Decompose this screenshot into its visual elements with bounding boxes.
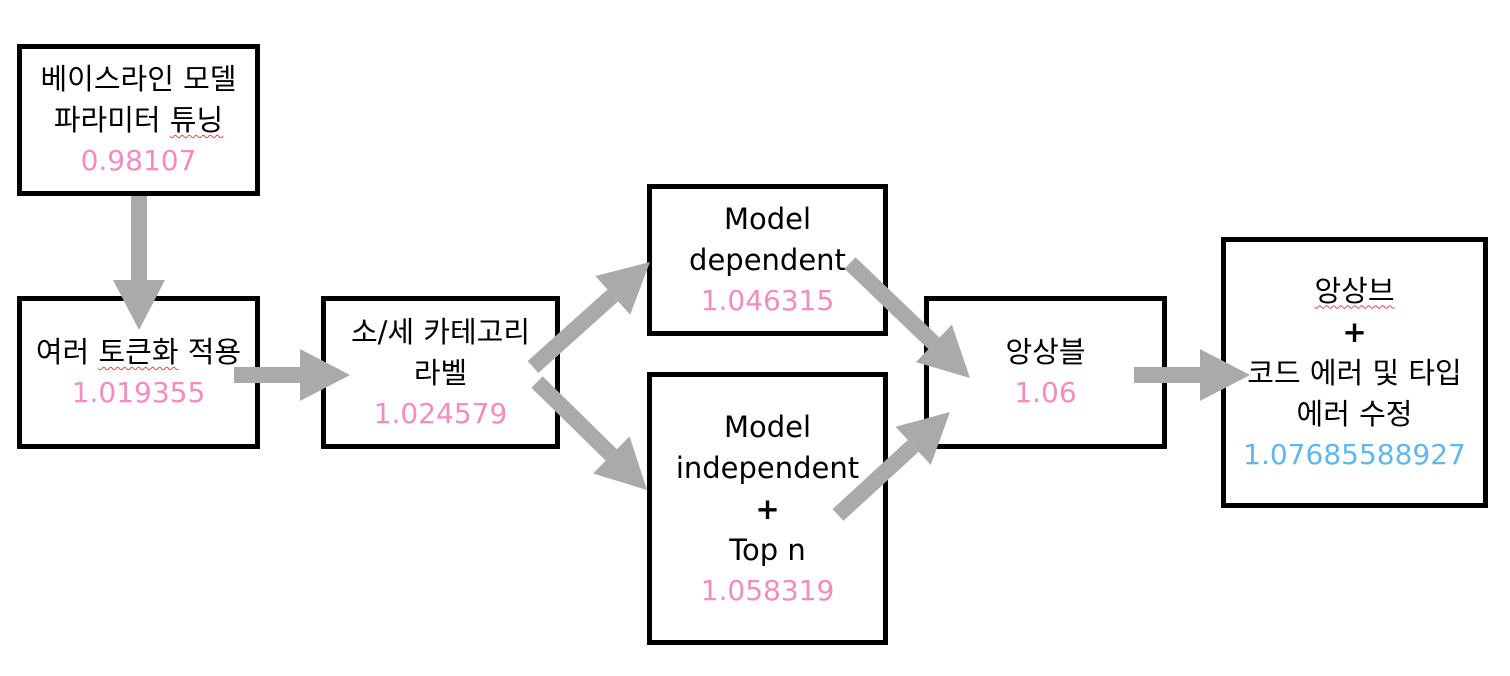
model-dependent-line1: Model (723, 202, 812, 236)
baseline-tuning-node: 베이스라인 모델 파라미터 튜닝 0.98107 (17, 44, 260, 196)
baseline-title-line1: 베이스라인 모델 (40, 62, 237, 96)
ensemble-line1: 앙상블 (1005, 335, 1086, 369)
ensemble-score: 1.06 (1014, 376, 1077, 409)
final-score: 1.07685588927 (1243, 437, 1466, 471)
final-line4: 에러 수정 (1296, 396, 1413, 431)
tokenize-title-a: 여러 (35, 335, 99, 369)
final-node: 앙상브 + 코드 에러 및 타입 에러 수정 1.07685588927 (1221, 237, 1488, 508)
model-independent-node: Model independent + Top n 1.058319 (647, 372, 888, 645)
baseline-title-line2b: 튜닝 (169, 103, 224, 137)
model-independent-line3: + (755, 491, 780, 526)
tokenize-title-c: 적용 (178, 335, 242, 369)
tokenize-title-b: 토큰화 (98, 335, 179, 369)
model-independent-line2: independent (675, 450, 860, 485)
category-label-line1: 소/세 카테고리 (350, 314, 531, 349)
ensemble-node: 앙상블 1.06 (924, 296, 1167, 449)
tokenize-score: 1.019355 (71, 376, 206, 409)
model-independent-line4: Top n (729, 532, 806, 567)
final-line2: + (1342, 314, 1367, 349)
model-dependent-score: 1.046315 (700, 284, 835, 317)
category-label-node: 소/세 카테고리 라벨 1.024579 (321, 296, 560, 449)
model-dependent-line2: dependent (689, 243, 846, 277)
baseline-score: 0.98107 (80, 144, 197, 177)
model-independent-line1: Model (723, 409, 812, 444)
model-independent-score: 1.058319 (700, 573, 835, 607)
final-line1: 앙상브 (1314, 273, 1395, 308)
category-label-line2: 라벨 (413, 355, 468, 390)
tokenization-node: 여러 토큰화 적용 1.019355 (17, 296, 260, 449)
category-label-score: 1.024579 (373, 396, 508, 430)
final-line3: 코드 에러 및 타입 (1247, 355, 1462, 390)
model-dependent-node: Model dependent 1.046315 (647, 184, 888, 336)
baseline-title-line2a: 파라미터 (53, 103, 170, 137)
